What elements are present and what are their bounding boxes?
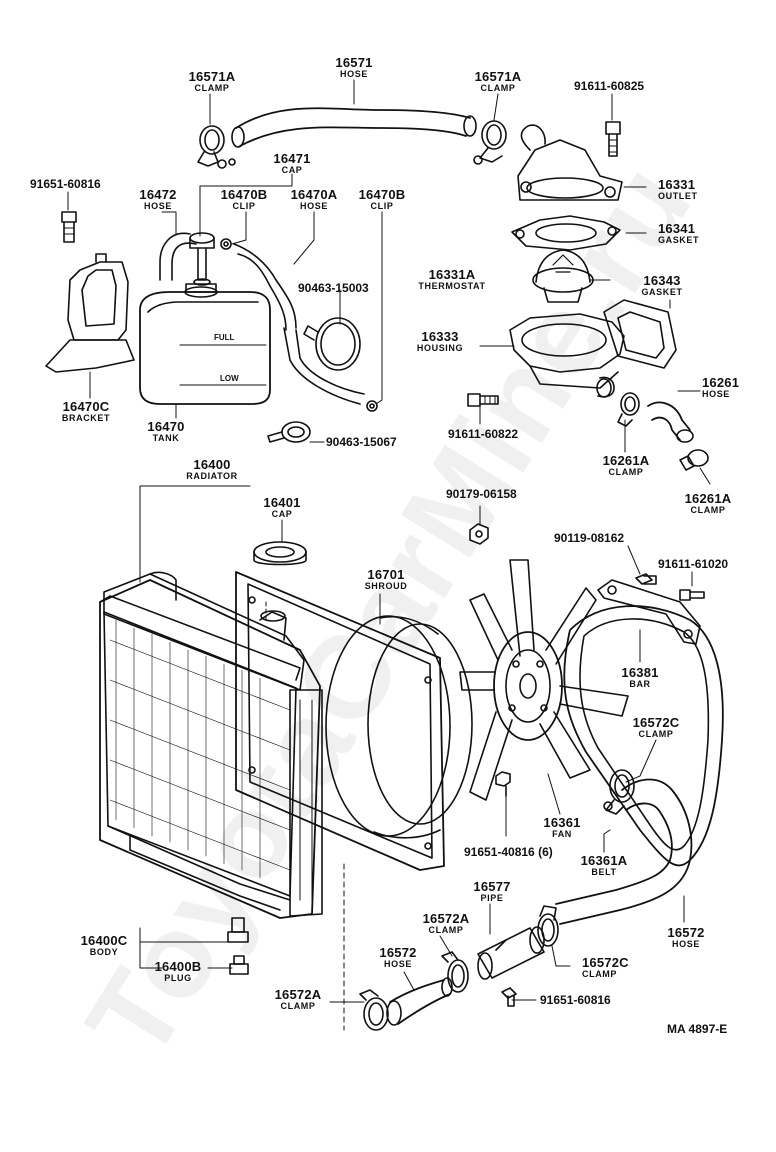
hose-16572-low bbox=[386, 977, 453, 1026]
bolt-91611-61020 bbox=[679, 589, 705, 601]
upper-hose-16571 bbox=[231, 107, 477, 148]
callout-90119-08162: 90119-08162 bbox=[554, 531, 625, 545]
radiator-16400 bbox=[99, 571, 323, 919]
bolt-90119-08162 bbox=[635, 573, 657, 585]
leader-16400c bbox=[139, 927, 163, 969]
cap-16471 bbox=[189, 232, 215, 286]
belt-16361a bbox=[563, 605, 724, 867]
clip-16470b-a bbox=[220, 238, 232, 250]
clamp-16572a-mid bbox=[441, 951, 469, 993]
callout-91611-60825: 91611-60825 bbox=[574, 79, 645, 93]
clamp-90463-15003 bbox=[303, 317, 361, 371]
cap-16401 bbox=[253, 541, 307, 566]
outlet-16331 bbox=[517, 124, 623, 201]
bolt-91651-40816 bbox=[495, 771, 511, 797]
clamp-90463-15067 bbox=[267, 421, 311, 443]
pipe-16577 bbox=[477, 926, 545, 980]
bar-16381 bbox=[597, 579, 701, 645]
hose-16572-right bbox=[555, 778, 693, 925]
clamp-16261a-b bbox=[679, 449, 709, 471]
gasket-16341 bbox=[511, 215, 621, 251]
clamp-16572a-low bbox=[359, 989, 389, 1031]
clamp-16572c-top bbox=[603, 769, 635, 815]
tank-low-mark: LOW bbox=[220, 374, 239, 383]
hose-16261 bbox=[647, 401, 694, 443]
leader-lines bbox=[67, 79, 711, 1003]
clamp-16572c-low bbox=[537, 905, 559, 947]
tank-16470 bbox=[139, 283, 271, 405]
callout-91611-61020: 91611-61020 bbox=[658, 557, 729, 571]
bolt-91651-60816-top bbox=[61, 211, 77, 243]
clip-16470b-b bbox=[366, 400, 378, 412]
body-16400c bbox=[227, 917, 249, 943]
callout-91611-60822: 91611-60822 bbox=[448, 427, 519, 441]
callout-91651-40816: 91651-40816 (6) bbox=[464, 845, 553, 859]
clamp-16571a-left bbox=[197, 125, 236, 169]
clamp-16571a-right bbox=[473, 120, 507, 165]
nut-90179-06158 bbox=[469, 523, 489, 545]
bolt-91651-60816-low bbox=[501, 987, 517, 1007]
housing-16333 bbox=[509, 313, 625, 398]
bracket-16470c bbox=[45, 253, 135, 373]
hose-16472 bbox=[159, 232, 197, 281]
bolt-91611-60825 bbox=[605, 121, 621, 157]
hose-16470a bbox=[233, 243, 365, 405]
fan-16361 bbox=[459, 559, 629, 801]
callout-90463-15003: 90463-15003 bbox=[298, 281, 369, 295]
tank-full-mark: FULL bbox=[214, 333, 235, 342]
callout-91651-60816-low: 91651-60816 bbox=[540, 993, 611, 1007]
callout-91651-60816-top: 91651-60816 bbox=[30, 177, 101, 191]
plug-16400b bbox=[229, 955, 249, 975]
clamp-16261a-a bbox=[617, 392, 640, 427]
callout-90179-06158: 90179-06158 bbox=[446, 487, 517, 501]
callout-90463-15067: 90463-15067 bbox=[326, 435, 397, 449]
drawing-reference: MA 4897-E bbox=[667, 1022, 728, 1036]
shroud-16701 bbox=[235, 571, 473, 871]
